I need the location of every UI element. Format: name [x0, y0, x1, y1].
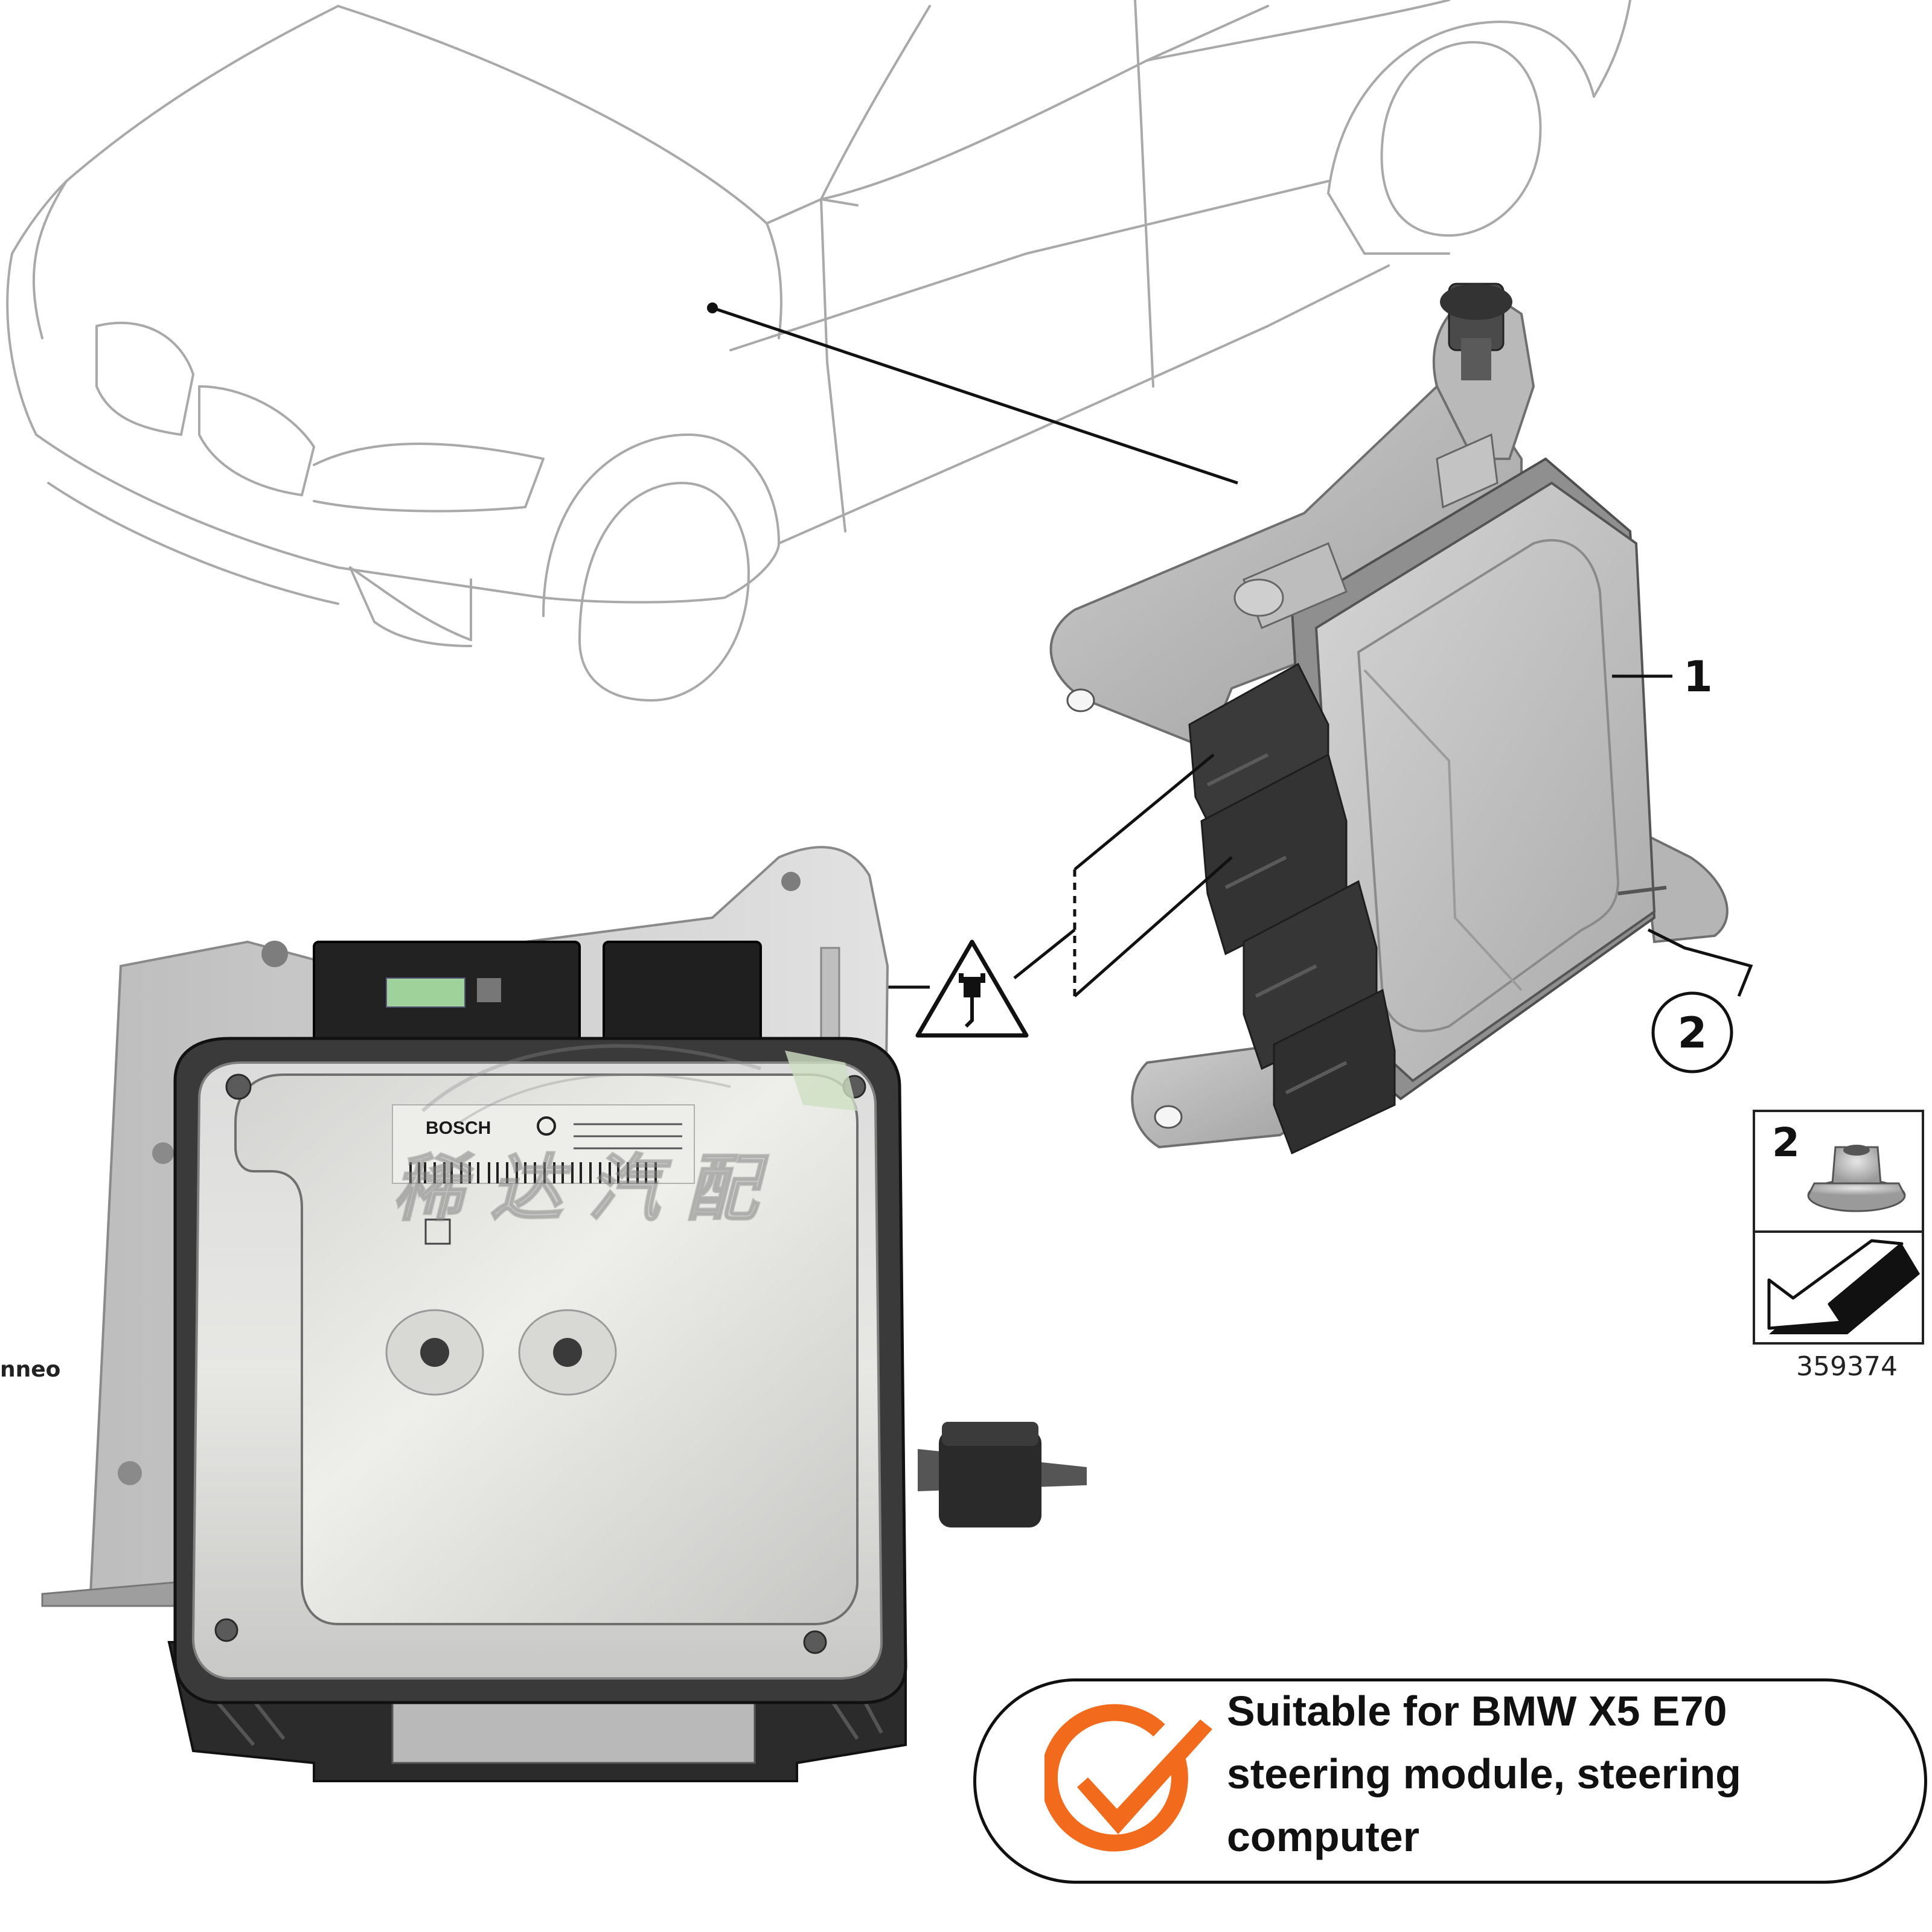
compatibility-line-1: Suitable for BMW X5 E70	[1227, 1687, 1727, 1735]
plug-warning-icon	[915, 939, 1029, 1038]
diagram-reference-number: 359374	[1796, 1351, 1898, 1382]
bosch-logo-icon	[537, 1116, 556, 1136]
inset-part-label-2: 2	[1772, 1119, 1800, 1166]
car-outline-drawing	[6, 0, 1631, 702]
part-label-2-circle: 2	[1651, 991, 1733, 1073]
cropped-edge-text: nneo	[0, 1357, 60, 1382]
lid-mounting-holes	[385, 1309, 617, 1396]
install-direction-arrow-icon	[1767, 1239, 1920, 1334]
svg-text:稀 达 汽 配: 稀 达 汽 配	[392, 1147, 769, 1231]
part-label-1: 1	[1683, 652, 1713, 702]
steering-computer-photo: BOSCH	[41, 846, 1087, 1782]
compatibility-line-2: steering module, steering	[1227, 1750, 1741, 1797]
watermark: 稀 达 汽 配	[392, 1044, 770, 1232]
barcode	[409, 1162, 657, 1183]
part-label-2: 2	[1678, 1008, 1707, 1058]
nut-inset-box: 2 359374	[1753, 1110, 1924, 1382]
part-2-leader	[1647, 928, 1753, 997]
compatibility-line-3: computer	[1227, 1813, 1419, 1860]
module-connectors	[1188, 662, 1396, 1155]
brand-label: BOSCH	[426, 1118, 491, 1138]
flange-nut-icon	[1807, 1145, 1906, 1212]
steering-module-render	[1049, 283, 1729, 1155]
mount-location-leader	[712, 306, 1238, 485]
checkmark-icon	[1040, 1703, 1214, 1866]
compatibility-text: Suitable for BMW X5 E70 steering module,…	[1227, 1680, 1903, 1868]
bracket-top-nut	[1440, 283, 1512, 380]
connector-callout	[881, 753, 1233, 997]
